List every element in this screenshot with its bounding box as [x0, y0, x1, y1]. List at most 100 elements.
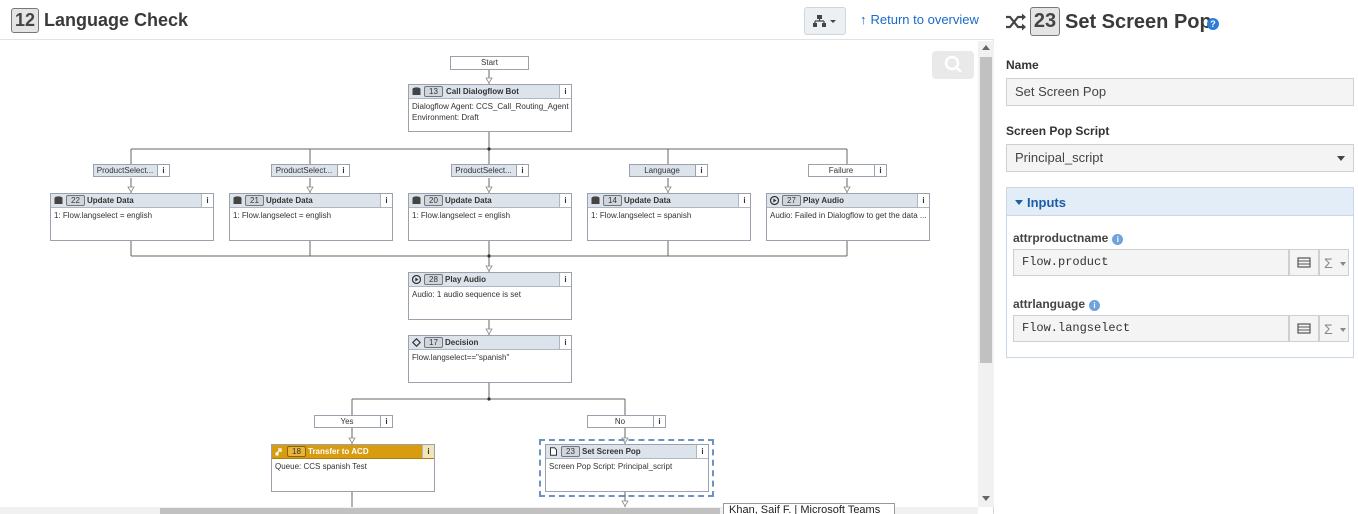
node-title: Call Dialogflow Bot: [446, 87, 519, 96]
info-icon[interactable]: i: [696, 445, 708, 458]
node-title: Update Data: [266, 196, 313, 205]
update-data-node-20[interactable]: 20 Update Data i 1: Flow.langselect = en…: [408, 193, 572, 241]
call-dialogflow-bot-node[interactable]: 13 Call Dialogflow Bot i Dialogflow Agen…: [408, 84, 572, 132]
info-icon[interactable]: i: [157, 165, 169, 176]
output-productselect-3[interactable]: ProductSelect...i: [451, 164, 529, 177]
search-flow-button[interactable]: [932, 51, 974, 79]
set-screen-pop-node-23[interactable]: 23 Set Screen Pop i Screen Pop Script: P…: [545, 444, 709, 492]
flow-canvas[interactable]: Start 13 Call Dialogflow Bot i Dialogflo…: [0, 41, 978, 507]
info-icon[interactable]: i: [695, 165, 707, 176]
arrow-up-icon: ↑: [860, 12, 867, 27]
info-icon[interactable]: i: [559, 273, 571, 286]
taskbar-tooltip: Khan, Saif F. | Microsoft Teams: [723, 503, 895, 514]
name-input[interactable]: Set Screen Pop: [1006, 78, 1354, 106]
info-icon[interactable]: i: [874, 165, 886, 176]
screen-pop-script-value: Principal_script: [1015, 150, 1104, 165]
node-number: 27: [782, 195, 801, 206]
sigma-icon: Σ: [1324, 321, 1333, 337]
info-icon[interactable]: i: [653, 416, 665, 427]
return-link-label: Return to overview: [870, 12, 979, 27]
node-title: Update Data: [87, 196, 134, 205]
vertical-scroll-thumb[interactable]: [980, 57, 992, 363]
scroll-down-icon[interactable]: [982, 496, 990, 501]
node-title: Play Audio: [445, 275, 487, 284]
caret-down-icon: [1015, 200, 1023, 205]
info-icon[interactable]: i: [559, 336, 571, 349]
info-icon[interactable]: i: [516, 165, 528, 176]
attrproductname-data-picker-button[interactable]: [1289, 249, 1319, 276]
info-icon[interactable]: i: [917, 194, 929, 207]
properties-header: 23 Set Screen Pop ?: [995, 0, 1358, 44]
inputs-toggle[interactable]: Inputs: [1007, 188, 1353, 216]
vertical-scrollbar[interactable]: [978, 41, 994, 507]
database-icon: [233, 196, 242, 204]
layout-dropdown-button[interactable]: [804, 7, 846, 35]
play-audio-node-28[interactable]: 28 Play Audio i Audio: 1 audio sequence …: [408, 272, 572, 320]
update-data-node-14[interactable]: 14 Update Data i 1: Flow.langselect = sp…: [587, 193, 751, 241]
horizontal-scroll-thumb[interactable]: [160, 508, 720, 514]
attrproductname-input[interactable]: Flow.product: [1013, 249, 1289, 276]
node-number: 14: [603, 195, 622, 206]
node-number: 23: [561, 446, 580, 457]
node-title: Transfer to ACD: [308, 447, 369, 456]
database-icon: [412, 87, 421, 95]
info-icon[interactable]: i: [559, 85, 571, 98]
screen-pop-script-select[interactable]: Principal_script: [1006, 144, 1354, 172]
info-icon[interactable]: i: [380, 416, 392, 427]
info-icon[interactable]: i: [201, 194, 213, 207]
attrlanguage-input[interactable]: Flow.langselect: [1013, 315, 1289, 342]
info-icon[interactable]: i: [738, 194, 750, 207]
info-icon[interactable]: i: [422, 445, 434, 458]
node-title: Update Data: [624, 196, 671, 205]
database-icon: [54, 196, 63, 204]
attrlanguage-data-picker-button[interactable]: [1289, 315, 1319, 342]
node-body: 1: Flow.langselect = spanish: [591, 211, 692, 220]
info-icon[interactable]: i: [559, 194, 571, 207]
node-number: 18: [287, 446, 306, 457]
transfer-to-acd-node-18[interactable]: 18 Transfer to ACD i Queue: CCS spanish …: [271, 444, 435, 492]
play-icon: [770, 196, 779, 205]
task-title: Language Check: [44, 10, 189, 30]
shuffle-icon: [1006, 13, 1026, 31]
attrproductname-label-text: attrproductname: [1013, 231, 1109, 245]
diamond-icon: [412, 338, 421, 347]
search-icon: [944, 55, 962, 73]
info-icon[interactable]: i: [337, 165, 349, 176]
horizontal-scrollbar[interactable]: [0, 507, 978, 514]
flow-header: 12 Language Check ↑Return to overview: [0, 0, 994, 40]
node-body: Audio: Failed in Dialogflow to get the d…: [770, 211, 927, 220]
help-icon[interactable]: ?: [1207, 18, 1219, 30]
update-data-node-21[interactable]: 21 Update Data i 1: Flow.langselect = en…: [229, 193, 393, 241]
decision-node-17[interactable]: 17 Decision i Flow.langselect=="spanish": [408, 335, 572, 383]
node-number: 17: [424, 337, 443, 348]
output-productselect-2[interactable]: ProductSelect...i: [271, 164, 350, 177]
inputs-title: Inputs: [1027, 195, 1066, 210]
node-body: Flow.langselect=="spanish": [412, 353, 510, 362]
output-productselect-1[interactable]: ProductSelect...i: [93, 164, 170, 177]
attrlanguage-expression-button[interactable]: Σ: [1319, 315, 1349, 342]
chevron-down-icon: [1337, 156, 1345, 161]
node-number: 21: [245, 195, 264, 206]
play-audio-node-27[interactable]: 27 Play Audio i Audio: Failed in Dialogf…: [766, 193, 930, 241]
info-icon[interactable]: i: [1112, 234, 1124, 245]
info-icon[interactable]: i: [380, 194, 392, 207]
scroll-up-icon[interactable]: [982, 45, 990, 50]
properties-panel: 23 Set Screen Pop ? Name Set Screen Pop …: [995, 0, 1358, 514]
attrproductname-expression-button[interactable]: Σ: [1319, 249, 1349, 276]
return-to-overview-link[interactable]: ↑Return to overview: [860, 12, 979, 27]
start-node[interactable]: Start: [450, 56, 529, 70]
update-data-node-22[interactable]: 22 Update Data i 1: Flow.langselect = en…: [50, 193, 214, 241]
node-title: Update Data: [445, 196, 492, 205]
selection-outline: [539, 439, 714, 497]
node-environment-line: Environment: Draft: [412, 113, 479, 122]
play-icon: [412, 275, 421, 284]
info-icon[interactable]: i: [1089, 300, 1101, 311]
document-icon: [550, 447, 557, 456]
node-body: 1: Flow.langselect = english: [54, 211, 153, 220]
